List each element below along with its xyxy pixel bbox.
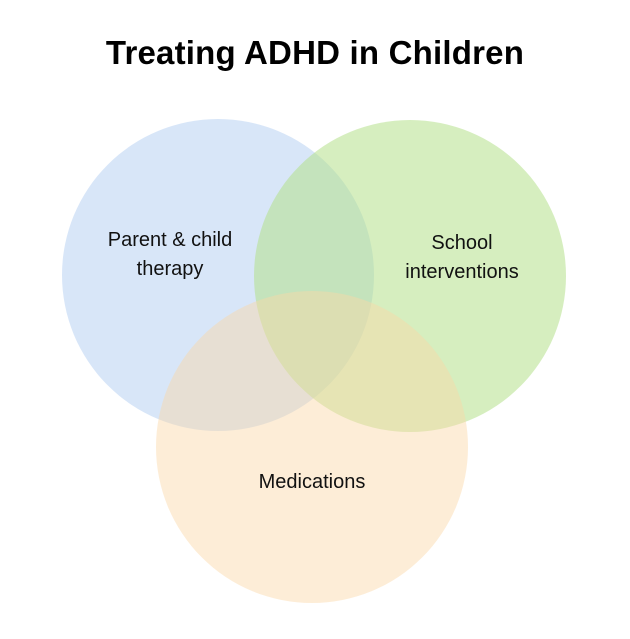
diagram-title: Treating ADHD in Children <box>105 34 525 71</box>
label-medications: Medications <box>259 471 366 493</box>
circle-medications <box>156 291 468 603</box>
label-school-interventions-line1: School <box>431 232 492 254</box>
circle-school-interventions <box>254 120 566 432</box>
label-parent-child-therapy-line1: Parent & child <box>108 229 233 251</box>
label-school-interventions-line2: interventions <box>405 261 518 283</box>
label-parent-child-therapy-line2: therapy <box>137 258 204 280</box>
